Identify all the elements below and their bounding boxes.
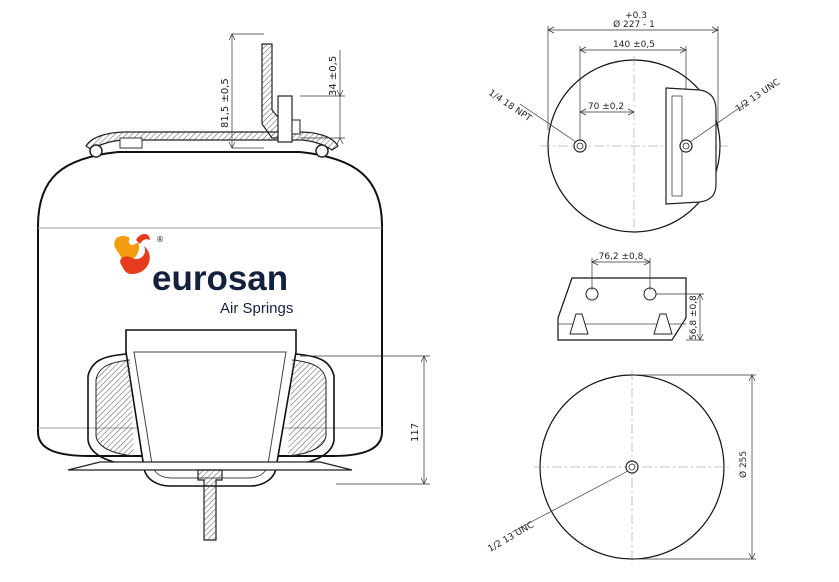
bracket-hole-spacing-dim xyxy=(591,258,651,290)
bottom-stud xyxy=(197,469,223,541)
bottom-diameter-label: Ø 255 xyxy=(738,451,749,478)
side-view: ® eurosan Air Springs 81,5 ±0,5 34 ±0,5 xyxy=(37,33,430,541)
bracket-view: 76,2 ±0,8 56,8 ±0,8 xyxy=(557,252,704,341)
brand-tagline: Air Springs xyxy=(220,300,293,317)
dim-height-piston-label: 117 xyxy=(410,423,421,442)
top-bolt-spacing-label: 140 ±0,5 xyxy=(613,40,655,50)
port-thread-label: 1/4 18 NPT xyxy=(486,88,533,124)
bracket-hole-height-label: 56,8 ±0,8 xyxy=(689,295,699,340)
dim-height-total-label: 81,5 ±0,5 xyxy=(220,78,231,128)
dimension-height-piston xyxy=(300,355,430,485)
top-stud-leader xyxy=(689,101,749,143)
bracket-slot-left xyxy=(569,313,589,335)
dimension-height-total xyxy=(228,33,264,149)
flame-logo-icon xyxy=(114,234,150,274)
lobe-right-hatch xyxy=(287,359,327,457)
top-view: +0.3 Ø 227 - 1 140 ±0,5 70 ±0,2 1/4 18 N… xyxy=(486,11,782,236)
rolling-lobe-left xyxy=(87,353,131,467)
bottom-stud-icon xyxy=(625,460,639,474)
bottom-diameter-dim xyxy=(632,374,756,560)
top-offset-label: 70 ±0,2 xyxy=(588,102,624,112)
stud-block xyxy=(277,95,293,143)
top-diameter-label: Ø 227 - 1 xyxy=(613,19,655,30)
bottom-view: Ø 255 1/2 13 UNC xyxy=(487,370,756,564)
bracket-hole-spacing-label: 76,2 ±0,8 xyxy=(599,252,644,262)
bracket-slot-right xyxy=(653,313,673,335)
dim-height-stud-label: 34 ±0,5 xyxy=(328,56,339,96)
air-fitting xyxy=(119,137,143,149)
registered-mark: ® xyxy=(156,235,164,244)
stud-nut xyxy=(291,119,301,135)
top-stud-icon xyxy=(679,139,693,153)
bead-roll-left xyxy=(89,144,103,158)
bead-roll-right xyxy=(315,144,329,158)
bracket-hole-height-dim xyxy=(656,293,704,341)
lobe-left-hatch xyxy=(95,359,135,457)
top-diameter-tol: +0.3 xyxy=(625,11,647,21)
top-diameter-dim xyxy=(547,26,719,130)
dimension-height-stud xyxy=(300,50,345,145)
port-leader xyxy=(519,103,577,143)
rolling-lobe-right xyxy=(291,353,335,467)
bottom-stud-leader xyxy=(511,470,629,533)
air-port-icon xyxy=(573,139,587,153)
bottom-stud-thread-label: 1/2 13 UNC xyxy=(487,520,536,554)
base-flange xyxy=(67,461,353,471)
top-stud-thread-label: 1/2 13 UNC xyxy=(734,78,782,115)
brand-name: eurosan xyxy=(152,259,288,298)
